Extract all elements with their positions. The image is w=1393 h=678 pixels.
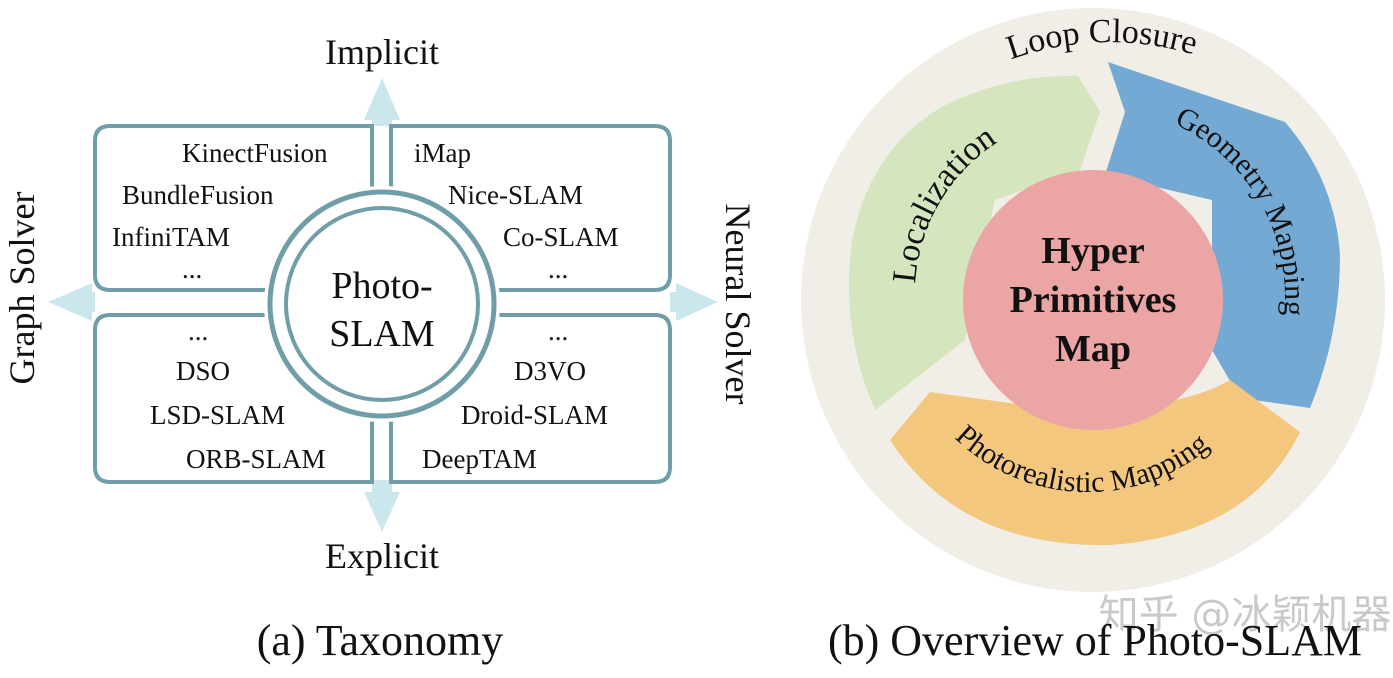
hyper-primitives-line2: Primitives <box>1010 279 1177 321</box>
quadrant-bottom-right-methods: ... D3VO Droid-SLAM DeepTAM <box>422 316 608 474</box>
axis-arrows <box>48 78 718 532</box>
method-label: BundleFusion <box>122 180 274 210</box>
method-label: Droid-SLAM <box>461 400 608 430</box>
quadrant-bottom-left-methods: ... DSO LSD-SLAM ORB-SLAM <box>150 316 326 474</box>
quadrant-top-left-methods: KinectFusion BundleFusion InfiniTAM ... <box>112 138 328 284</box>
photorealistic-segment <box>890 380 1300 546</box>
hyper-primitives-map <box>963 170 1223 430</box>
axis-label-bottom: Explicit <box>325 536 439 576</box>
method-label: LSD-SLAM <box>150 400 285 430</box>
center-label-line1: Photo- <box>331 265 432 307</box>
method-label: D3VO <box>514 356 586 386</box>
localization-segment <box>848 75 1100 410</box>
method-ellipsis: ... <box>182 254 202 284</box>
caption-a: (a) Taxonomy <box>257 616 504 665</box>
method-label: InfiniTAM <box>112 222 230 252</box>
hyper-primitives-line3: Map <box>1055 328 1131 370</box>
method-label: KinectFusion <box>182 138 328 168</box>
axis-label-right: Neural Solver <box>718 204 758 405</box>
method-label: iMap <box>414 138 471 168</box>
axis-label-left: Graph Solver <box>2 192 42 385</box>
geometry-segment <box>1105 62 1340 408</box>
method-label: DSO <box>176 356 230 386</box>
method-label: Co-SLAM <box>503 222 619 252</box>
explicit-arrow <box>364 480 400 532</box>
method-label: DeepTAM <box>422 444 537 474</box>
overview-panel: Loop Closure Hyper Primitives Map Locali… <box>801 8 1393 665</box>
center-circle: Photo- SLAM <box>264 186 500 422</box>
watermark: 知乎 @冰颖机器人 <box>1099 592 1393 638</box>
method-label: Nice-SLAM <box>448 180 583 210</box>
graph-solver-arrow <box>48 283 95 321</box>
implicit-arrow <box>364 78 400 126</box>
method-ellipsis: ... <box>548 316 568 346</box>
center-label-line2: SLAM <box>329 313 435 355</box>
axis-label-top: Implicit <box>325 32 439 72</box>
taxonomy-panel: Photo- SLAM KinectFusion BundleFusion In… <box>2 32 758 665</box>
method-ellipsis: ... <box>188 316 208 346</box>
hyper-primitives-line1: Hyper <box>1041 230 1145 272</box>
method-ellipsis: ... <box>548 254 568 284</box>
neural-solver-arrow <box>670 283 718 321</box>
method-label: ORB-SLAM <box>186 444 326 474</box>
caption-b: (b) Overview of Photo-SLAM <box>828 616 1362 665</box>
quadrant-top-right-methods: iMap Nice-SLAM Co-SLAM ... <box>414 138 619 284</box>
